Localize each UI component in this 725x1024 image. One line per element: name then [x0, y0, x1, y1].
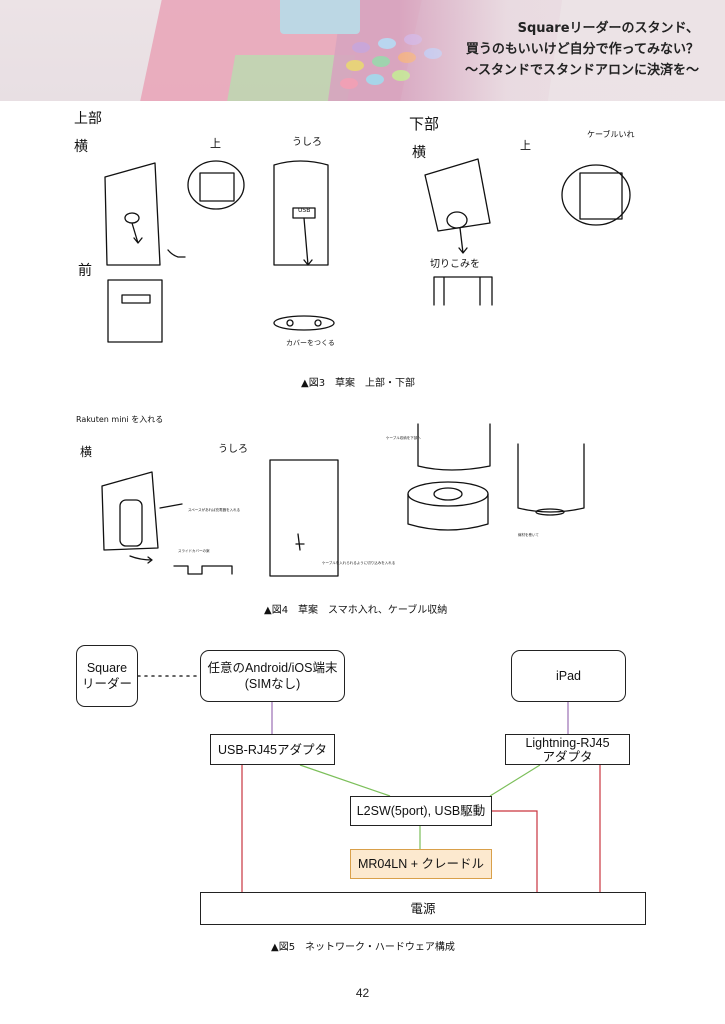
label-front-view: 前	[78, 262, 92, 279]
figure5-caption: ▲図5 ネットワーク・ハードウェア構成	[271, 942, 455, 953]
label-cut: 切りこみを	[430, 258, 480, 270]
figure4-sketch: Rakuten mini を入れる 横 うしろ スペースがあれば充電器を入れる …	[70, 408, 630, 588]
header-banner: Squareリーダーのスタンド、 買うのもいいけど自分で作ってみない？ 〜スタン…	[0, 0, 725, 101]
label-rakuten: Rakuten mini を入れる	[76, 415, 163, 424]
sketch-stroke	[407, 481, 489, 507]
sketch-stroke	[303, 217, 313, 266]
link-ethernet	[299, 764, 391, 797]
node-l2sw: L2SW(5port), USB駆動	[350, 796, 492, 826]
link-power	[492, 810, 538, 892]
sketch-stroke	[295, 533, 305, 551]
sketch-stroke	[173, 565, 233, 575]
title-line: Squareリーダーのスタンド、	[517, 21, 699, 36]
sketch-stroke	[107, 279, 163, 343]
sketch-stroke	[314, 319, 322, 327]
label-usb: USB	[298, 207, 310, 214]
sketch-stroke	[407, 493, 489, 531]
sketch-stroke	[187, 160, 245, 210]
node-square-reader: Square リーダー	[76, 645, 138, 707]
sketch-stroke	[273, 315, 335, 331]
sketch-stroke	[131, 222, 143, 244]
sketch-stroke	[159, 503, 183, 509]
label-make-cover: カバーをつくる	[286, 339, 335, 347]
sketch-stroke	[129, 555, 153, 564]
title-line: 買うのもいいけど自分で作ってみない？	[465, 42, 699, 57]
label-back: うしろ	[218, 443, 248, 455]
page-number: 42	[355, 986, 370, 1000]
note-storage: ケーブル収納を下部へ	[386, 435, 421, 440]
sketch-stroke	[286, 319, 294, 327]
sketch-stroke	[167, 249, 186, 258]
sketch-stroke	[579, 172, 623, 220]
label-top-part: 上部	[74, 111, 102, 127]
note-cable: ケーブルを入れられるように切り込みを入れる	[322, 560, 395, 565]
sketch-stroke	[561, 164, 631, 226]
network-diagram: Square リーダー 任意のAndroid/iOS端末 (SIMなし) iPa…	[0, 630, 725, 940]
figure3-caption: ▲図3 草案 上部・下部	[301, 378, 416, 389]
label-bottom-part: 下部	[409, 115, 439, 133]
node-ipad: iPad	[511, 650, 626, 702]
figure4-caption: ▲図4 草案 スマホ入れ、ケーブル収納	[264, 605, 448, 616]
label-side-right: 横	[412, 145, 426, 161]
node-mr04ln: MR04LN + クレードル	[350, 849, 492, 879]
banner-fade	[0, 0, 725, 101]
sketch-stroke	[424, 158, 491, 232]
label-top-view-right: 上	[520, 139, 531, 152]
label-top-view: 上	[210, 137, 221, 150]
sketch-stroke	[458, 227, 468, 254]
note-space: スペースがあれば充電器を入れる	[188, 507, 240, 512]
note-stick: 線材を巻いて	[518, 532, 539, 537]
sketch-stroke	[517, 443, 585, 513]
sketch-stroke	[269, 459, 339, 577]
note-slide: スライドカバーの案	[178, 548, 210, 553]
link-ethernet	[489, 764, 541, 797]
node-power: 電源	[200, 892, 646, 925]
sketch-stroke	[199, 172, 235, 202]
sketch-stroke	[535, 508, 565, 516]
article-title: Squareリーダーのスタンド、 買うのもいいけど自分で作ってみない？ 〜スタン…	[465, 18, 699, 81]
sketch-stroke	[433, 487, 463, 501]
diagram-wires	[137, 675, 601, 892]
sketch-stroke	[433, 276, 493, 306]
title-line: 〜スタンドでスタンドアロンに決済を〜	[464, 63, 699, 78]
sketch-stroke	[104, 162, 161, 266]
node-lightning-rj45: Lightning-RJ45 アダプタ	[505, 734, 630, 765]
node-usb-rj45: USB-RJ45アダプタ	[210, 734, 335, 765]
sketch-stroke	[119, 499, 143, 547]
sketch-stroke	[417, 423, 491, 471]
sketch-stroke	[124, 212, 140, 224]
sketch-stroke	[121, 294, 151, 304]
sketch-stroke	[446, 211, 468, 229]
sketch-stroke	[101, 471, 159, 551]
label-side: 横	[80, 445, 92, 459]
figure3-sketch: 上部 横 上 うしろ 前 下部 横 上 ケーブルいれ 切りこみを カバーをつくる…	[60, 105, 670, 360]
label-back-view: うしろ	[292, 136, 322, 148]
label-side-left: 横	[74, 139, 88, 155]
label-cable-note: ケーブルいれ	[587, 129, 635, 139]
node-android-ios: 任意のAndroid/iOS端末 (SIMなし)	[200, 650, 345, 702]
sketch-stroke	[273, 160, 329, 266]
